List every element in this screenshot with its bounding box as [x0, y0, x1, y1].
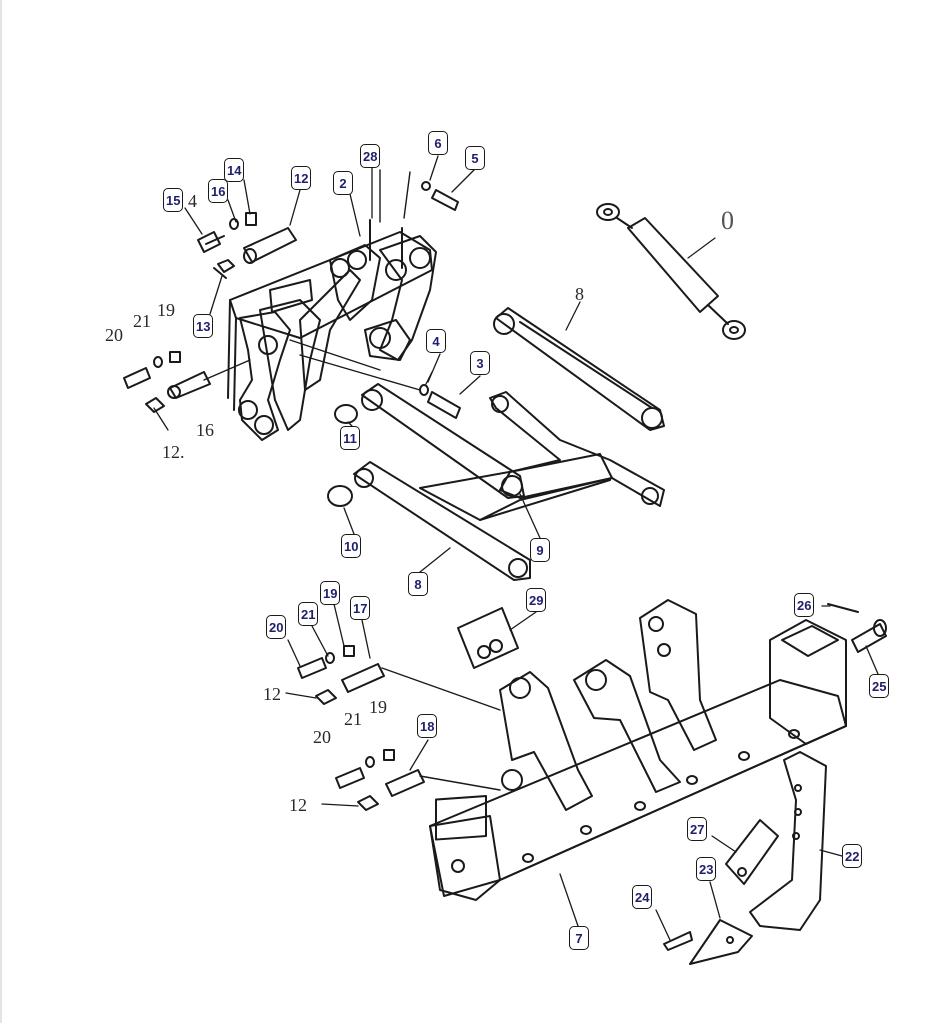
left-pin-assembly-lower	[297, 645, 501, 811]
callout-17[interactable]: 17	[350, 596, 371, 620]
main-frame-7	[429, 599, 847, 901]
link-9	[361, 383, 525, 499]
link-8-upper	[493, 307, 665, 431]
callout-13[interactable]: 13	[193, 314, 214, 338]
callout-19[interactable]: 19	[320, 581, 341, 605]
callout-7[interactable]: 7	[569, 926, 589, 950]
callout-5[interactable]: 5	[465, 146, 485, 170]
label-21-upper: 21	[133, 311, 151, 331]
callout-16[interactable]: 16	[208, 179, 229, 203]
left-pin-assembly-upper	[123, 351, 251, 413]
callout-15[interactable]: 15	[163, 188, 184, 212]
callout-12[interactable]: 12	[291, 166, 312, 190]
callout-28[interactable]: 28	[360, 144, 381, 168]
callout-25[interactable]: 25	[869, 674, 890, 698]
bushing-11	[334, 404, 358, 424]
callout-3[interactable]: 3	[470, 351, 490, 375]
label-4-top: 4	[188, 191, 197, 211]
wear-plate-29	[457, 607, 519, 669]
callout-14[interactable]: 14	[224, 158, 245, 182]
callout-11[interactable]: 11	[340, 426, 360, 450]
bolt-3-washer-4	[419, 371, 461, 419]
link-8-lower	[353, 461, 531, 581]
callout-18[interactable]: 18	[417, 714, 438, 738]
top-small-parts	[197, 169, 459, 279]
label-16-upper: 16	[196, 420, 214, 440]
callout-9[interactable]: 9	[530, 538, 550, 562]
protector-27	[725, 819, 779, 885]
label-0-cylinder: 0	[721, 206, 734, 235]
callout-22[interactable]: 22	[842, 844, 863, 868]
tip-23	[689, 919, 753, 965]
callout-6[interactable]: 6	[428, 131, 448, 155]
upper-bracket-assembly	[227, 219, 437, 441]
callout-29[interactable]: 29	[526, 588, 547, 612]
callout-21[interactable]: 21	[298, 602, 319, 626]
ripper-shank-22	[749, 751, 827, 931]
callout-8[interactable]: 8	[408, 572, 428, 596]
callout-24[interactable]: 24	[632, 885, 653, 909]
callout-10[interactable]: 10	[341, 534, 362, 558]
callout-23[interactable]: 23	[696, 857, 717, 881]
pin-25	[827, 603, 887, 653]
callout-27[interactable]: 27	[687, 817, 708, 841]
label-20-lower: 20	[313, 727, 331, 747]
bushing-10	[327, 485, 353, 507]
label-20-upper: 20	[105, 325, 123, 345]
callout-20[interactable]: 20	[266, 615, 287, 639]
callout-4[interactable]: 4	[426, 329, 446, 353]
label-12-lower-a: 12	[263, 684, 281, 704]
callout-26[interactable]: 26	[794, 593, 815, 617]
callout-2[interactable]: 2	[333, 171, 353, 195]
label-19-upper: 19	[157, 300, 175, 320]
yoke-crossmember	[419, 391, 665, 521]
label-21-lower: 21	[344, 709, 362, 729]
hydraulic-cylinder	[596, 203, 746, 340]
leader-lines	[153, 155, 879, 941]
pin-24	[663, 931, 693, 951]
label-12-lower-b: 12	[289, 795, 307, 815]
label-19-lower: 19	[369, 697, 387, 717]
label-8-upper: 8	[575, 284, 584, 304]
label-12-upper: 12.	[162, 442, 185, 462]
